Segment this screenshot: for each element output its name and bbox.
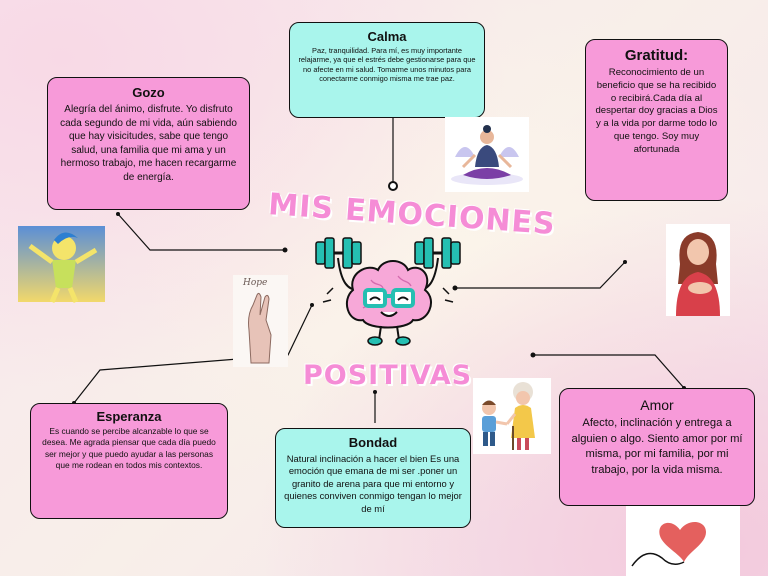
gratitud-box: Gratitud: Reconocimiento de un beneficio… [585, 39, 728, 201]
amor-title: Amor [640, 397, 674, 413]
grateful-woman-image [666, 224, 730, 316]
bondad-text: Natural inclinación a hacer el bien Es u… [284, 453, 462, 514]
gozo-title: Gozo [132, 85, 165, 100]
title-line-2: POSITIVAS [303, 360, 473, 391]
joy-character-image [18, 226, 105, 303]
child-and-grandmother-image [473, 378, 551, 454]
esperanza-box: Esperanza Es cuando se percibe alcanzabl… [30, 403, 228, 519]
calma-text: Paz, tranquilidad. Para mí, es muy impor… [298, 46, 476, 84]
heart-doodle-image [626, 506, 740, 576]
gozo-text: Alegría del ánimo, disfrute. Yo disfruto… [60, 104, 237, 183]
calma-box: Calma Paz, tranquilidad. Para mí, es muy… [289, 22, 485, 118]
brain-dumbbell-icon [315, 237, 461, 346]
bondad-box: Bondad Natural inclinación a hacer el bi… [275, 428, 471, 528]
amor-box: Amor Afecto, inclinación y entrega a alg… [559, 388, 755, 506]
esperanza-title: Esperanza [96, 409, 162, 424]
meditating-woman-image [445, 117, 529, 192]
hope-sticker-label: Hope [243, 278, 268, 288]
hope-hand-image: Hope [233, 275, 288, 367]
bondad-title: Bondad [348, 435, 398, 450]
amor-text: Afecto, inclinación y entrega a alguien … [571, 417, 743, 477]
gozo-box: Gozo Alegría del ánimo, disfrute. Yo dis… [47, 77, 250, 210]
gratitud-title: Gratitud: [624, 47, 689, 64]
calma-title: Calma [367, 29, 407, 44]
esperanza-text: Es cuando se percibe alcanzable lo que s… [42, 426, 216, 471]
gratitud-text: Reconocimiento de un beneficio que se ha… [595, 67, 718, 155]
